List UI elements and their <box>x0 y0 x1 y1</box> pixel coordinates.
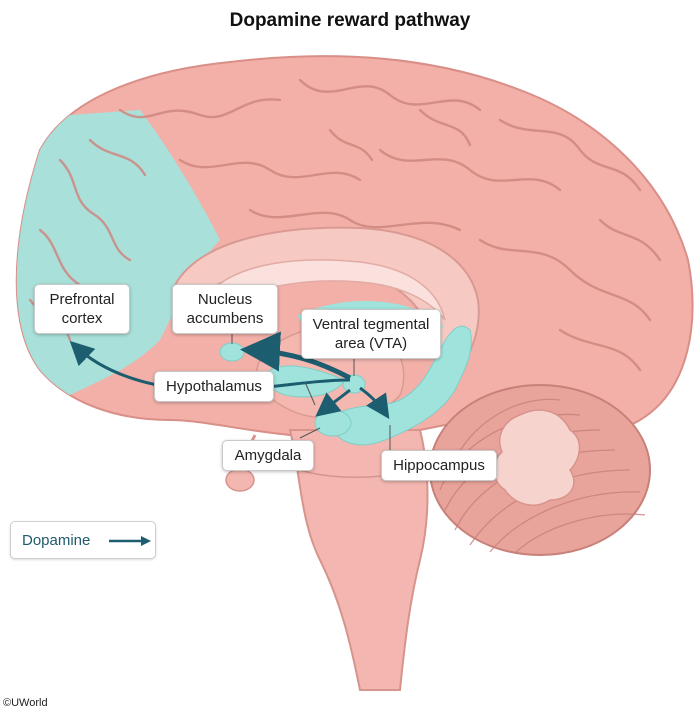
legend-label: Dopamine <box>22 532 91 549</box>
label-amygdala: Amygdala <box>222 440 314 471</box>
label-prefrontal-cortex: Prefrontal cortex <box>34 284 130 334</box>
legend-arrow-icon <box>109 536 151 546</box>
arbor-vitae <box>493 409 581 506</box>
label-nucleus-accumbens: Nucleus accumbens <box>172 284 278 334</box>
amygdala-structure <box>314 409 352 437</box>
prefrontal-region <box>16 110 220 420</box>
nucleus-accumbens-structure <box>219 342 245 362</box>
arrow-to-amygdala <box>315 388 351 417</box>
legend: Dopamine <box>10 521 156 559</box>
label-hippocampus: Hippocampus <box>381 450 497 481</box>
label-vta: Ventral tegmental area (VTA) <box>301 309 441 359</box>
hippocampus-structure <box>329 325 472 446</box>
page-title: Dopamine reward pathway <box>229 10 471 31</box>
arrow-to-hippocampus <box>359 386 390 419</box>
label-hypothalamus: Hypothalamus <box>154 371 274 402</box>
copyright: ©UWorld <box>3 697 48 709</box>
cerebellum <box>429 384 651 556</box>
